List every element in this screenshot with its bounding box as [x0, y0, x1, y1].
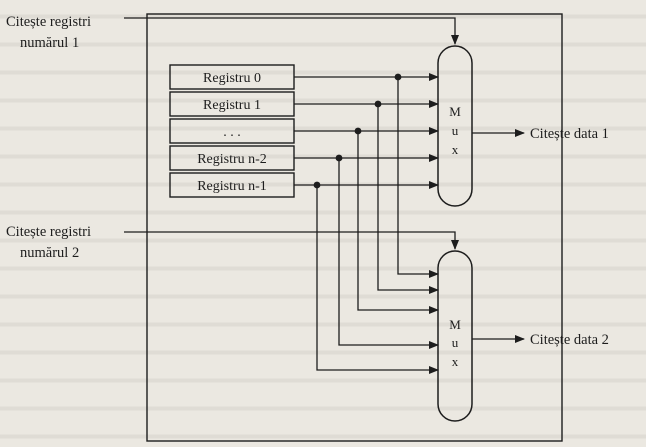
mux-bottom-letter-u: u: [452, 335, 459, 350]
read-register-2-line: [124, 231, 459, 250]
register-stack: Registru 0 Registru 1 . . . Registru n-2…: [169, 64, 295, 198]
register-1-label: Registru 1: [203, 98, 261, 113]
read-register-1-label-line1: Citește registri: [6, 14, 91, 30]
register-n-1-label: Registru n-1: [197, 179, 267, 194]
register-dots-label: . . .: [223, 125, 241, 140]
wire-junctions: [313, 73, 402, 189]
read-register-1-line: [124, 17, 459, 45]
read-register-2-label-line2: numărul 2: [20, 245, 79, 261]
mux-top-letter-u: u: [452, 123, 459, 138]
register-file-block: [146, 13, 563, 442]
register-n-2-label: Registru n-2: [197, 152, 267, 167]
mux-top-letter-m: M: [449, 104, 461, 119]
read-register-1-label-line2: numărul 1: [20, 35, 79, 51]
mux-top-letter-x: x: [452, 142, 459, 157]
register-wires: [294, 73, 439, 374]
mux-bottom: [437, 250, 473, 422]
mux-bottom-letter-x: x: [452, 354, 459, 369]
read-data-1-label: Citește data 1: [530, 126, 609, 142]
mux-bottom-letter-m: M: [449, 317, 461, 332]
read-register-2-label-line1: Citește registri: [6, 224, 91, 240]
mux-top: [437, 45, 473, 207]
read-data-2-label: Citește data 2: [530, 332, 609, 348]
register-0-label: Registru 0: [203, 71, 261, 86]
output-wires: [472, 129, 525, 343]
